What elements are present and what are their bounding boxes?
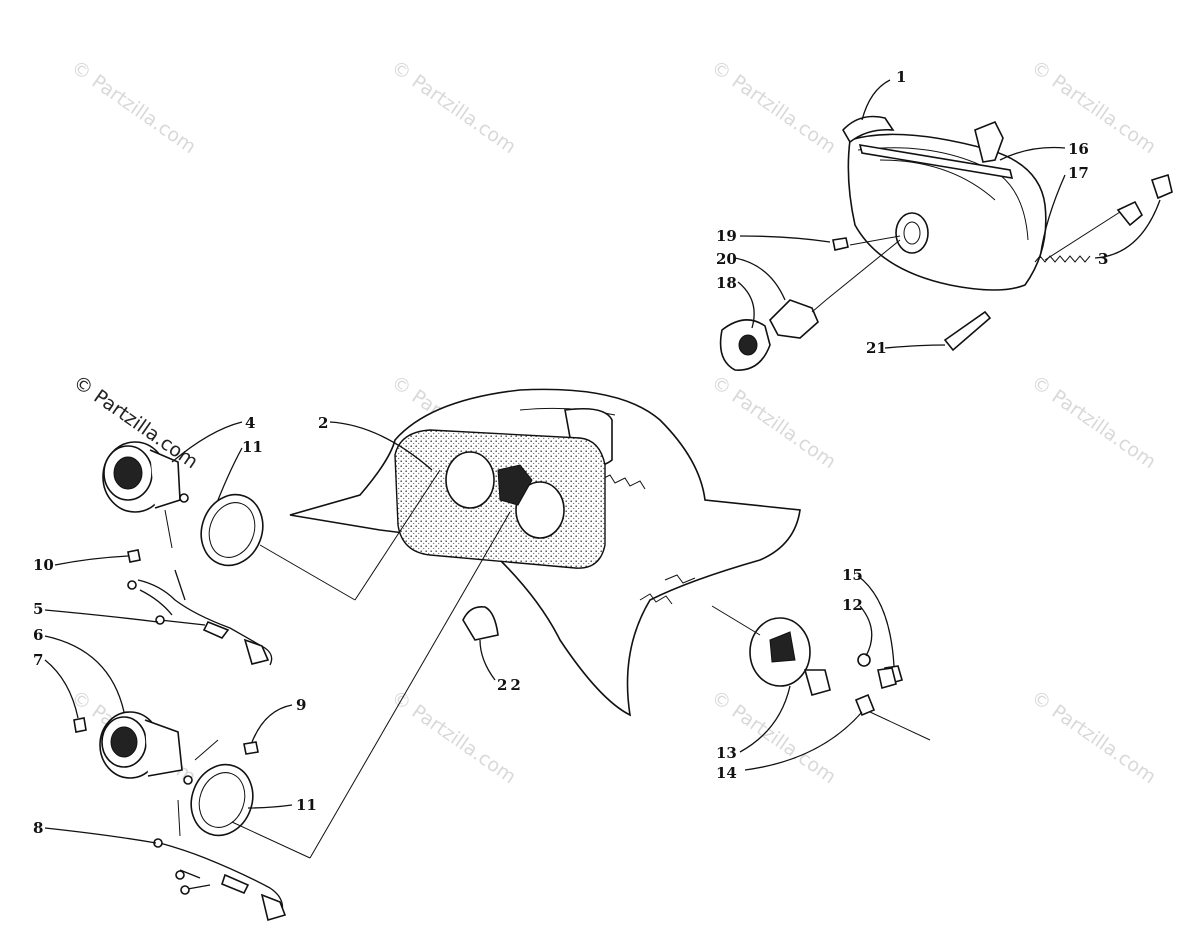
callout-7: 7 xyxy=(33,651,43,669)
callout-8: 8 xyxy=(33,819,43,837)
callout-6: 6 xyxy=(33,626,43,644)
clip-part-1 xyxy=(842,115,895,144)
bulb-part-7 xyxy=(73,717,87,733)
callout-4: 4 xyxy=(245,414,255,432)
connector-part-10 xyxy=(127,549,141,563)
ring-part-11 xyxy=(200,493,264,567)
bulb-socket xyxy=(895,212,929,254)
spring-part-17 xyxy=(1034,255,1091,263)
callout-10: 10 xyxy=(33,556,54,574)
watermark-text: © Partzilla.com xyxy=(1027,686,1160,788)
callout-11: 11 xyxy=(242,438,263,456)
callout-19: 19 xyxy=(716,227,737,245)
callout-1: 1 xyxy=(896,68,906,86)
washer-part-12 xyxy=(857,653,871,667)
watermark-text: © Partzilla.com xyxy=(1027,56,1160,158)
wiring-harness-part-8 xyxy=(153,838,287,922)
leader-lines xyxy=(44,79,1161,859)
switch-assembly xyxy=(749,617,931,741)
callout-15: 15 xyxy=(842,566,863,584)
gauge-part-6 xyxy=(99,711,193,785)
watermark-text: © Partzilla.com xyxy=(707,371,840,473)
adjuster-part-3 xyxy=(1150,173,1173,200)
wiring-harness-part-5 xyxy=(127,549,273,666)
bracket-part-16 xyxy=(974,120,1004,163)
callout-9: 9 xyxy=(296,696,306,714)
callout-2: 2 xyxy=(318,414,328,432)
bulb-part-20 xyxy=(769,299,819,339)
callout-18: 18 xyxy=(716,274,737,292)
callout-12: 12 xyxy=(842,596,863,614)
callout-3: 3 xyxy=(1098,250,1108,268)
callout-5: 5 xyxy=(33,600,43,618)
trim-part-22 xyxy=(462,605,499,641)
callout-14: 14 xyxy=(716,764,737,782)
callout-16: 16 xyxy=(1068,140,1089,158)
connector-part-9 xyxy=(243,741,259,755)
gauge-part-4 xyxy=(102,441,189,513)
watermark-text: © Partzilla.com xyxy=(1027,371,1160,473)
callout-22: 22 xyxy=(497,676,524,694)
watermark-text: © Partzilla.com xyxy=(387,686,520,788)
watermark-text: © Partzilla.com xyxy=(67,56,200,158)
callout-17: 17 xyxy=(1068,164,1089,182)
watermark-text: © Partzilla.com xyxy=(387,56,520,158)
dash-hood-panel xyxy=(289,388,801,717)
watermark-text: © Partzilla.com xyxy=(707,56,840,158)
callout-20: 20 xyxy=(716,250,737,268)
plunger-part-14 xyxy=(854,693,876,717)
callout-13: 13 xyxy=(716,744,737,762)
callout-11-lower: 11 xyxy=(296,796,317,814)
headlight-assembly xyxy=(719,115,1173,371)
bolt-part-21 xyxy=(943,310,992,352)
callout-21: 21 xyxy=(866,339,887,357)
screw-part-19 xyxy=(832,237,849,251)
callout-labels: 1 2 3 4 5 6 7 8 9 10 11 11 12 13 14 15 1… xyxy=(33,68,1108,837)
